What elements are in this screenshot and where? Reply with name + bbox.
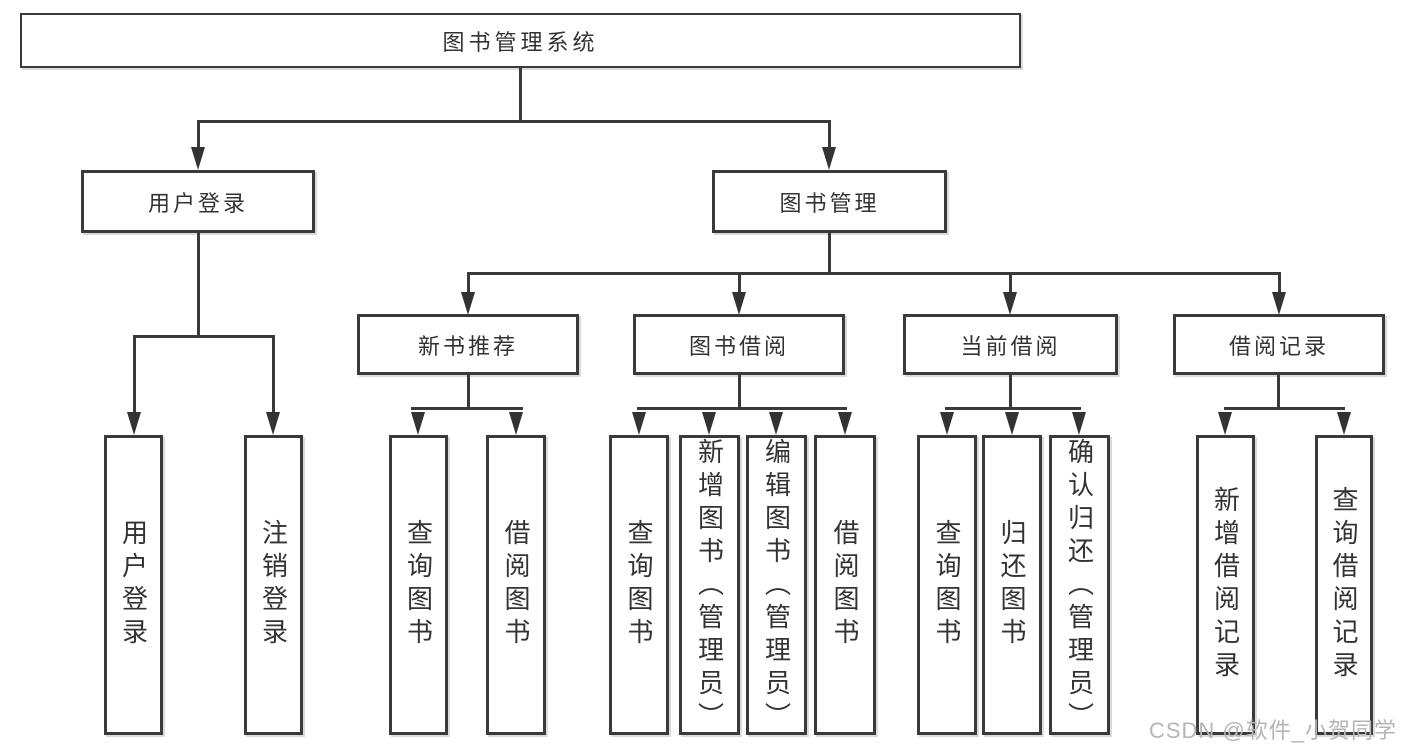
leaf-confirm-return-admin: 确认归还（管理员） bbox=[1049, 435, 1110, 735]
connector-book-borrow-bar bbox=[637, 407, 847, 410]
node-label: 新增图书（管理员） bbox=[694, 438, 725, 735]
arrow-down-icon bbox=[632, 412, 646, 435]
leaf-return-books: 归还图书 bbox=[982, 435, 1042, 735]
node-label: 查询图书 bbox=[403, 519, 434, 651]
node-book-borrowing: 图书借阅 bbox=[633, 314, 845, 375]
node-label: 当前借阅 bbox=[960, 333, 1061, 359]
leaf-query-books-1: 查询图书 bbox=[389, 435, 448, 735]
node-borrowing-records: 借阅记录 bbox=[1173, 314, 1385, 375]
arrow-down-icon bbox=[838, 412, 852, 435]
connector-new-book-stem bbox=[467, 375, 470, 410]
node-new-book-recommend: 新书推荐 bbox=[357, 314, 579, 375]
connector-drop-borrow-record bbox=[1278, 272, 1281, 294]
arrow-down-icon bbox=[1005, 412, 1019, 435]
connector-borrow-record-bar bbox=[1224, 407, 1345, 410]
node-label: 图书管理系统 bbox=[442, 29, 599, 55]
node-label: 查询图书 bbox=[624, 519, 654, 651]
arrow-down-icon bbox=[1272, 292, 1286, 315]
node-label: 用户登录 bbox=[118, 519, 149, 651]
connector-drop-book-borrow bbox=[738, 272, 741, 294]
arrow-down-icon bbox=[702, 412, 716, 435]
node-label: 借阅记录 bbox=[1228, 333, 1329, 359]
leaf-query-borrow-record: 查询借阅记录 bbox=[1315, 435, 1373, 735]
connector-borrow-record-stem bbox=[1277, 375, 1280, 410]
node-library-management-system: 图书管理系统 bbox=[20, 13, 1021, 68]
leaf-edit-books-admin: 编辑图书（管理员） bbox=[746, 435, 807, 735]
arrow-down-icon bbox=[191, 147, 205, 170]
node-user-login: 用户登录 bbox=[81, 170, 315, 233]
leaf-add-borrow-record: 新增借阅记录 bbox=[1196, 435, 1255, 735]
arrow-down-icon bbox=[461, 292, 475, 315]
node-label: 归还图书 bbox=[997, 519, 1027, 651]
connector-drop-logout bbox=[272, 335, 275, 415]
arrow-down-icon bbox=[769, 412, 783, 435]
node-label: 图书管理 bbox=[779, 190, 880, 216]
connector-current-borrow-stem bbox=[1009, 375, 1012, 410]
arrow-down-icon bbox=[411, 412, 425, 435]
leaf-query-books-2: 查询图书 bbox=[609, 435, 669, 735]
connector-user-login-stem bbox=[197, 233, 200, 338]
node-label: 编辑图书（管理员） bbox=[761, 438, 792, 735]
connector-drop-new-book bbox=[467, 272, 470, 294]
connector-drop-login bbox=[133, 335, 136, 415]
node-current-borrowing: 当前借阅 bbox=[903, 314, 1118, 375]
node-label: 借阅图书 bbox=[830, 519, 860, 651]
arrow-down-icon bbox=[1072, 412, 1086, 435]
node-label: 确认归还（管理员） bbox=[1064, 438, 1095, 735]
arrow-down-icon bbox=[1003, 292, 1017, 315]
leaf-borrow-books-2: 借阅图书 bbox=[814, 435, 876, 735]
connector-drop-current-borrow bbox=[1009, 272, 1012, 294]
arrow-down-icon bbox=[127, 412, 141, 435]
connector-drop-user-login bbox=[197, 120, 200, 150]
node-book-management: 图书管理 bbox=[712, 170, 947, 233]
connector-book-management-stem bbox=[828, 233, 831, 275]
node-label: 查询图书 bbox=[932, 519, 962, 651]
connector-root-stem bbox=[519, 68, 522, 123]
leaf-query-books-3: 查询图书 bbox=[917, 435, 977, 735]
leaf-add-books-admin: 新增图书（管理员） bbox=[679, 435, 740, 735]
connector-user-login-bar bbox=[133, 335, 275, 338]
leaf-user-login: 用户登录 bbox=[104, 435, 163, 735]
node-label: 借阅图书 bbox=[501, 519, 531, 651]
node-label: 新增借阅记录 bbox=[1210, 486, 1241, 684]
csdn-watermark: CSDN @软件_小贺同学 bbox=[1148, 718, 1397, 743]
node-label: 注销登录 bbox=[258, 519, 289, 651]
node-label: 用户登录 bbox=[147, 190, 248, 216]
arrow-down-icon bbox=[509, 412, 523, 435]
connector-new-book-bar bbox=[411, 407, 523, 410]
leaf-logout: 注销登录 bbox=[244, 435, 303, 735]
arrow-down-icon bbox=[940, 412, 954, 435]
connector-book-borrow-stem bbox=[738, 375, 741, 410]
connector-current-borrow-bar bbox=[945, 407, 1081, 410]
connector-level2-bar bbox=[467, 272, 1281, 275]
arrow-down-icon bbox=[822, 147, 836, 170]
arrow-down-icon bbox=[1218, 412, 1232, 435]
connector-level1-bar bbox=[197, 120, 831, 123]
node-label: 查询借阅记录 bbox=[1329, 486, 1359, 684]
node-label: 新书推荐 bbox=[417, 333, 518, 359]
arrow-down-icon bbox=[732, 292, 746, 315]
arrow-down-icon bbox=[266, 412, 280, 435]
node-label: 图书借阅 bbox=[688, 333, 789, 359]
arrow-down-icon bbox=[1337, 412, 1351, 435]
leaf-borrow-books-1: 借阅图书 bbox=[486, 435, 546, 735]
connector-drop-book-management bbox=[828, 120, 831, 150]
